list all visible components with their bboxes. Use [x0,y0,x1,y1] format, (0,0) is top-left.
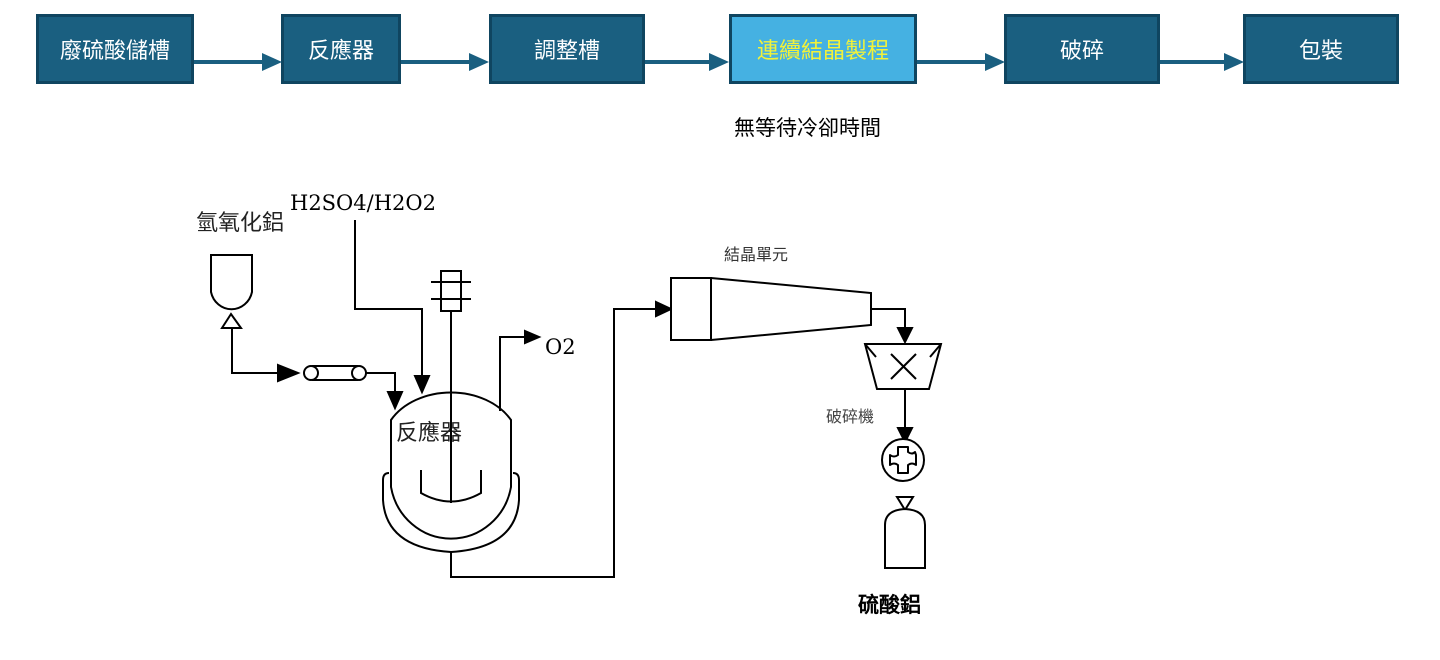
flow-arrows [194,53,1244,71]
flow-step-crushing: 破碎 [1004,14,1160,84]
flow-step-label: 包裝 [1298,39,1343,64]
arrow-icon [896,327,914,345]
acid-feed-line [354,220,423,378]
arrow-icon [896,427,914,445]
product-bag-icon [884,496,926,569]
flow-step-label: 調整槽 [533,39,600,64]
hopper-icon [210,254,253,311]
vent-label: O2 [545,335,576,359]
product-label: 硫酸鋁 [858,592,921,617]
reactor-label: 反應器 [396,420,462,446]
crystallizer-label: 結晶單元 [724,245,788,264]
hopper-outlet-valve [220,312,243,329]
flow-arrow [194,53,282,71]
flow-arrow [917,53,1005,71]
crusher-label: 破碎機 [826,407,874,426]
no-cooling-wait-note: 無等待冷卻時間 [734,116,881,140]
screw-conveyor-icon [303,365,367,381]
flow-step-continuous-crystallization: 連續結晶製程 [729,14,917,84]
crystallizer-outlet-line [871,308,906,333]
arrow-icon [386,391,404,411]
feed-acid-label: H2SO4/H2O2 [290,191,436,215]
flow-step-label: 廢硫酸儲槽 [59,39,170,64]
vent-line [499,336,530,411]
crusher-icon [863,343,943,390]
flow-arrow [645,53,729,71]
flow-step-label: 反應器 [307,39,374,64]
flow-step-label: 連續結晶製程 [756,39,889,64]
arrow-icon [655,300,674,318]
agitator-motor-icon [431,270,471,312]
flow-step-label: 破碎 [1059,39,1104,64]
flow-step-adjustment-tank: 調整槽 [489,14,645,84]
arrow-icon [524,329,542,345]
arrow-icon [277,363,301,383]
solid-feed-line [231,328,288,374]
crystallizer-unit-icon [670,277,872,341]
flow-step-waste-acid-tank: 廢硫酸儲槽 [36,14,194,84]
flow-arrow [1160,53,1244,71]
reactor-outlet-line [450,308,660,578]
arrow-icon [413,375,431,395]
feed-solid-label: 氫氧化鋁 [196,211,284,236]
flow-step-packaging: 包裝 [1243,14,1399,84]
flow-step-reactor: 反應器 [281,14,401,84]
grinder-icon [881,438,925,482]
flow-arrow [401,53,489,71]
conveyor-to-reactor-line [366,372,396,398]
